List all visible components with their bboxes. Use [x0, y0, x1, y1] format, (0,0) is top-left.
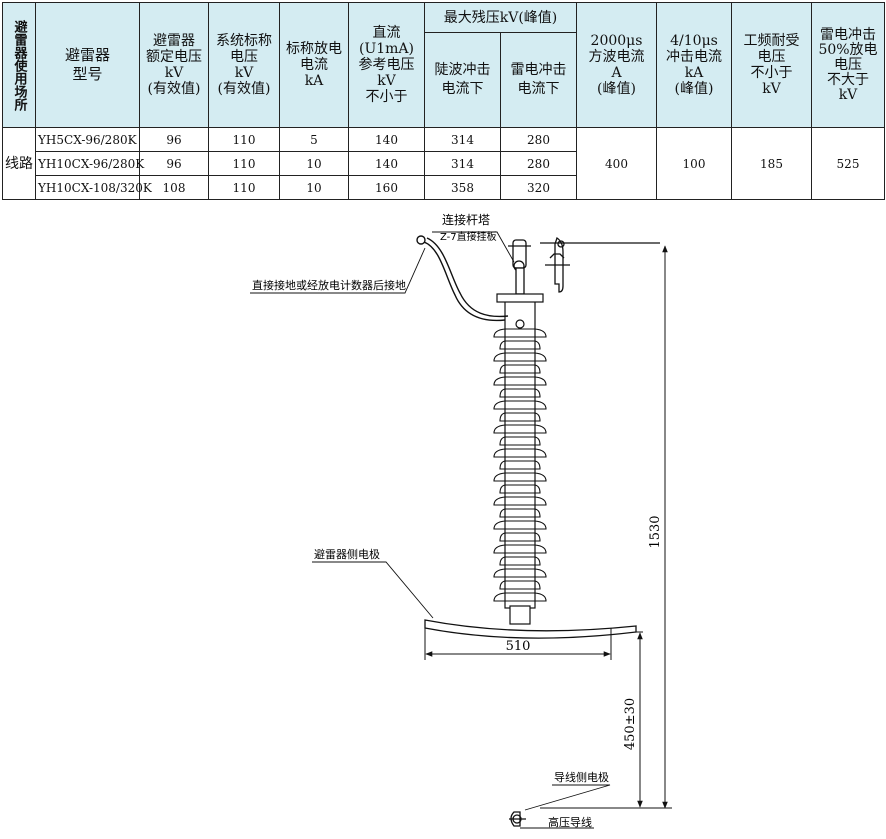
- rated-cell: 108: [139, 175, 209, 200]
- ground-lead: [416, 235, 509, 322]
- table-row: YH10CX-96/280K 96 110 10 140 314 280: [3, 151, 885, 176]
- system-cell: 110: [208, 127, 280, 152]
- tower-fitting: [508, 236, 660, 295]
- header-lightning-50: 雷电冲击 50%放电 电压 不大于 kV: [811, 2, 885, 128]
- lightning-50-cell: 525: [811, 127, 885, 200]
- leader-lines: [250, 231, 611, 829]
- header-model: 避雷器 型号: [35, 2, 140, 128]
- insulator-shed: [493, 448, 547, 458]
- insulator-shed: [493, 424, 547, 434]
- header-impulse-4-10: 4/10μs 冲击电流 kA (峰值): [656, 2, 732, 128]
- insulator-sheds: [493, 328, 547, 602]
- discharge-cell: 10: [279, 151, 349, 176]
- steep-cell: 314: [424, 151, 501, 176]
- insulator-shed: [499, 364, 541, 374]
- header-usage-text: 避雷器使用场所: [11, 19, 27, 111]
- wire-clamp: [509, 811, 526, 827]
- header-rated-voltage: 避雷器 额定电压 kV (有效值): [139, 2, 209, 128]
- insulator-shed: [493, 592, 547, 602]
- rated-cell: 96: [139, 127, 209, 152]
- model-cell: YH10CX-96/280K: [35, 151, 144, 176]
- insulator-shed: [493, 496, 547, 506]
- insulator-shed: [493, 568, 547, 578]
- square-wave-cell: 400: [576, 127, 657, 200]
- label-arrester-electrode: 避雷器侧电极: [314, 547, 380, 561]
- discharge-cell: 5: [279, 127, 349, 152]
- steep-cell: 314: [424, 127, 501, 152]
- insulator-shed: [493, 520, 547, 530]
- label-plate: Z-7直接挂板: [440, 230, 497, 243]
- dimension-width: [424, 628, 612, 660]
- header-system-voltage: 系统标称 电压 kV (有效值): [208, 2, 280, 128]
- insulator-shed: [499, 484, 541, 494]
- lightning-cell: 320: [500, 175, 577, 200]
- label-hv-wire: 高压导线: [548, 815, 592, 829]
- system-cell: 110: [208, 175, 280, 200]
- lightning-cell: 280: [500, 127, 577, 152]
- ground-terminal: [515, 319, 525, 329]
- dim-height-label: 1530: [648, 515, 663, 548]
- label-wire-electrode: 导线侧电极: [554, 770, 609, 784]
- insulator-shed: [493, 472, 547, 482]
- dc-ref-cell: 160: [348, 175, 425, 200]
- header-power-freq: 工频耐受 电压 不小于 kV: [731, 2, 812, 128]
- specification-table: 避雷器使用场所 避雷器 型号 避雷器 额定电压 kV (有效值) 系统标称 电压…: [2, 1, 885, 200]
- label-ground: 直接接地或经放电计数器后接地: [252, 278, 406, 292]
- dim-gap-label: 450±30: [623, 698, 638, 750]
- dimension-gap: [636, 631, 643, 808]
- insulator-shed: [499, 412, 541, 422]
- dc-ref-cell: 140: [348, 151, 425, 176]
- table-row: YH10CX-108/320K 108 110 10 160 358 320: [3, 175, 885, 200]
- arrester-drawing: 1530 510 450±30 连接杆塔 Z-7直接挂板 直接接地或经放电计数器…: [250, 212, 672, 829]
- header-nominal-discharge: 标称放电 电流 kA: [279, 2, 349, 128]
- insulator-shed: [493, 544, 547, 554]
- dc-ref-cell: 140: [348, 127, 425, 152]
- rated-cell: 96: [139, 151, 209, 176]
- header-usage: 避雷器使用场所: [2, 2, 36, 128]
- usage-cell: 线路: [2, 127, 36, 200]
- insulator-shed: [493, 376, 547, 386]
- model-cell: YH5CX-96/280K: [35, 127, 140, 152]
- label-tower: 连接杆塔: [442, 212, 490, 227]
- steep-cell: 358: [424, 175, 501, 200]
- header-lightning-impulse: 雷电冲击 电流下: [500, 32, 577, 128]
- insulator-shed: [499, 580, 541, 590]
- insulator-shed: [499, 556, 541, 566]
- discharge-cell: 10: [279, 175, 349, 200]
- impulse-cell: 100: [656, 127, 732, 200]
- system-cell: 110: [208, 151, 280, 176]
- power-freq-cell: 185: [731, 127, 812, 200]
- insulator-shed: [499, 532, 541, 542]
- lightning-cell: 280: [500, 151, 577, 176]
- insulator-shed: [499, 436, 541, 446]
- table-row: 线路 YH5CX-96/280K 96 110 5 140 314 280 40…: [2, 127, 885, 200]
- header-steep-wave: 陡波冲击 电流下: [424, 32, 501, 128]
- header-dc-reference: 直流 (U1mA) 参考电压 kV 不小于: [348, 2, 425, 128]
- insulator-shed: [493, 400, 547, 410]
- insulator-shed: [493, 352, 547, 362]
- dimension-height: [540, 245, 672, 809]
- insulator-shed: [499, 340, 541, 350]
- model-cell: YH10CX-108/320K: [35, 175, 152, 200]
- insulator-shed: [499, 460, 541, 470]
- header-square-wave: 2000μs 方波电流 A (峰值): [576, 2, 657, 128]
- dim-width-label: 510: [506, 639, 531, 654]
- bottom-flange: [509, 605, 531, 625]
- insulator-shed: [493, 328, 547, 338]
- insulator-shed: [499, 388, 541, 398]
- header-max-residual: 最大残压kV(峰值): [424, 1, 577, 34]
- top-flange: [496, 293, 544, 303]
- insulator-shed: [499, 508, 541, 518]
